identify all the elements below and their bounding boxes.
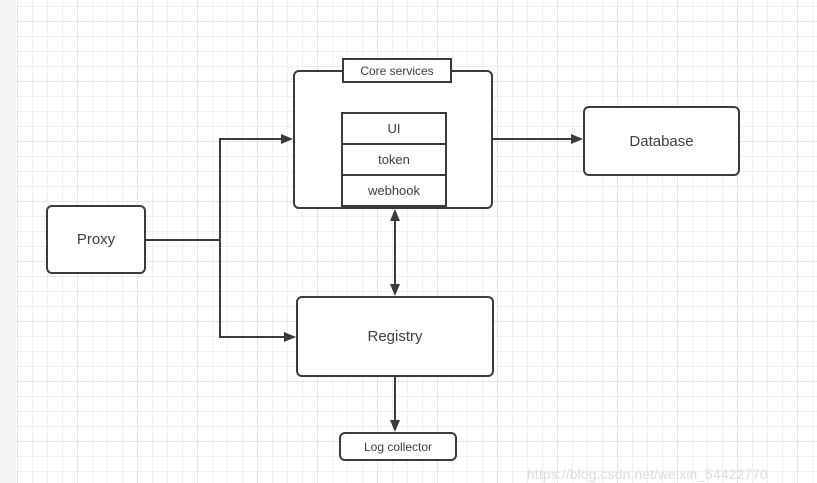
core-services-title-label: Core services — [360, 63, 434, 78]
node-log-collector: Log collector — [339, 432, 457, 461]
arrowhead-into-database — [571, 134, 583, 144]
node-ui: UI — [343, 114, 445, 145]
node-proxy: Proxy — [46, 205, 146, 274]
arrowhead-into-registry — [284, 332, 296, 342]
node-registry-label: Registry — [367, 328, 423, 345]
node-proxy-label: Proxy — [76, 231, 116, 248]
edge-proxy-to-registry — [219, 336, 284, 338]
edge-proxy-branch — [146, 239, 221, 241]
node-database: Database — [583, 106, 740, 176]
arrowhead-into-core-bottom — [390, 209, 400, 221]
node-database-label: Database — [629, 132, 694, 150]
edge-registry-to-log — [394, 377, 396, 421]
edge-core-to-database — [493, 138, 571, 140]
node-log-collector-label: Log collector — [363, 439, 433, 454]
node-registry: Registry — [296, 296, 494, 377]
arrowhead-into-core — [281, 134, 293, 144]
edge-proxy-to-core — [219, 138, 281, 140]
core-services-stack: UI token webhook — [341, 112, 447, 207]
arrowhead-into-log-collector — [390, 420, 400, 432]
node-token: token — [343, 145, 445, 176]
arrowhead-into-registry-top — [390, 284, 400, 296]
node-webhook-label: webhook — [367, 183, 421, 198]
edge-branch-vertical — [219, 138, 221, 338]
node-webhook: webhook — [343, 176, 445, 205]
edge-core-registry — [394, 219, 396, 285]
node-ui-label: UI — [387, 121, 401, 136]
node-token-label: token — [378, 152, 410, 167]
canvas-edge-strip — [0, 0, 16, 483]
node-core-services-title: Core services — [342, 58, 452, 83]
watermark-text: https://blog.csdn.net/weixin_54422770 — [527, 467, 768, 482]
